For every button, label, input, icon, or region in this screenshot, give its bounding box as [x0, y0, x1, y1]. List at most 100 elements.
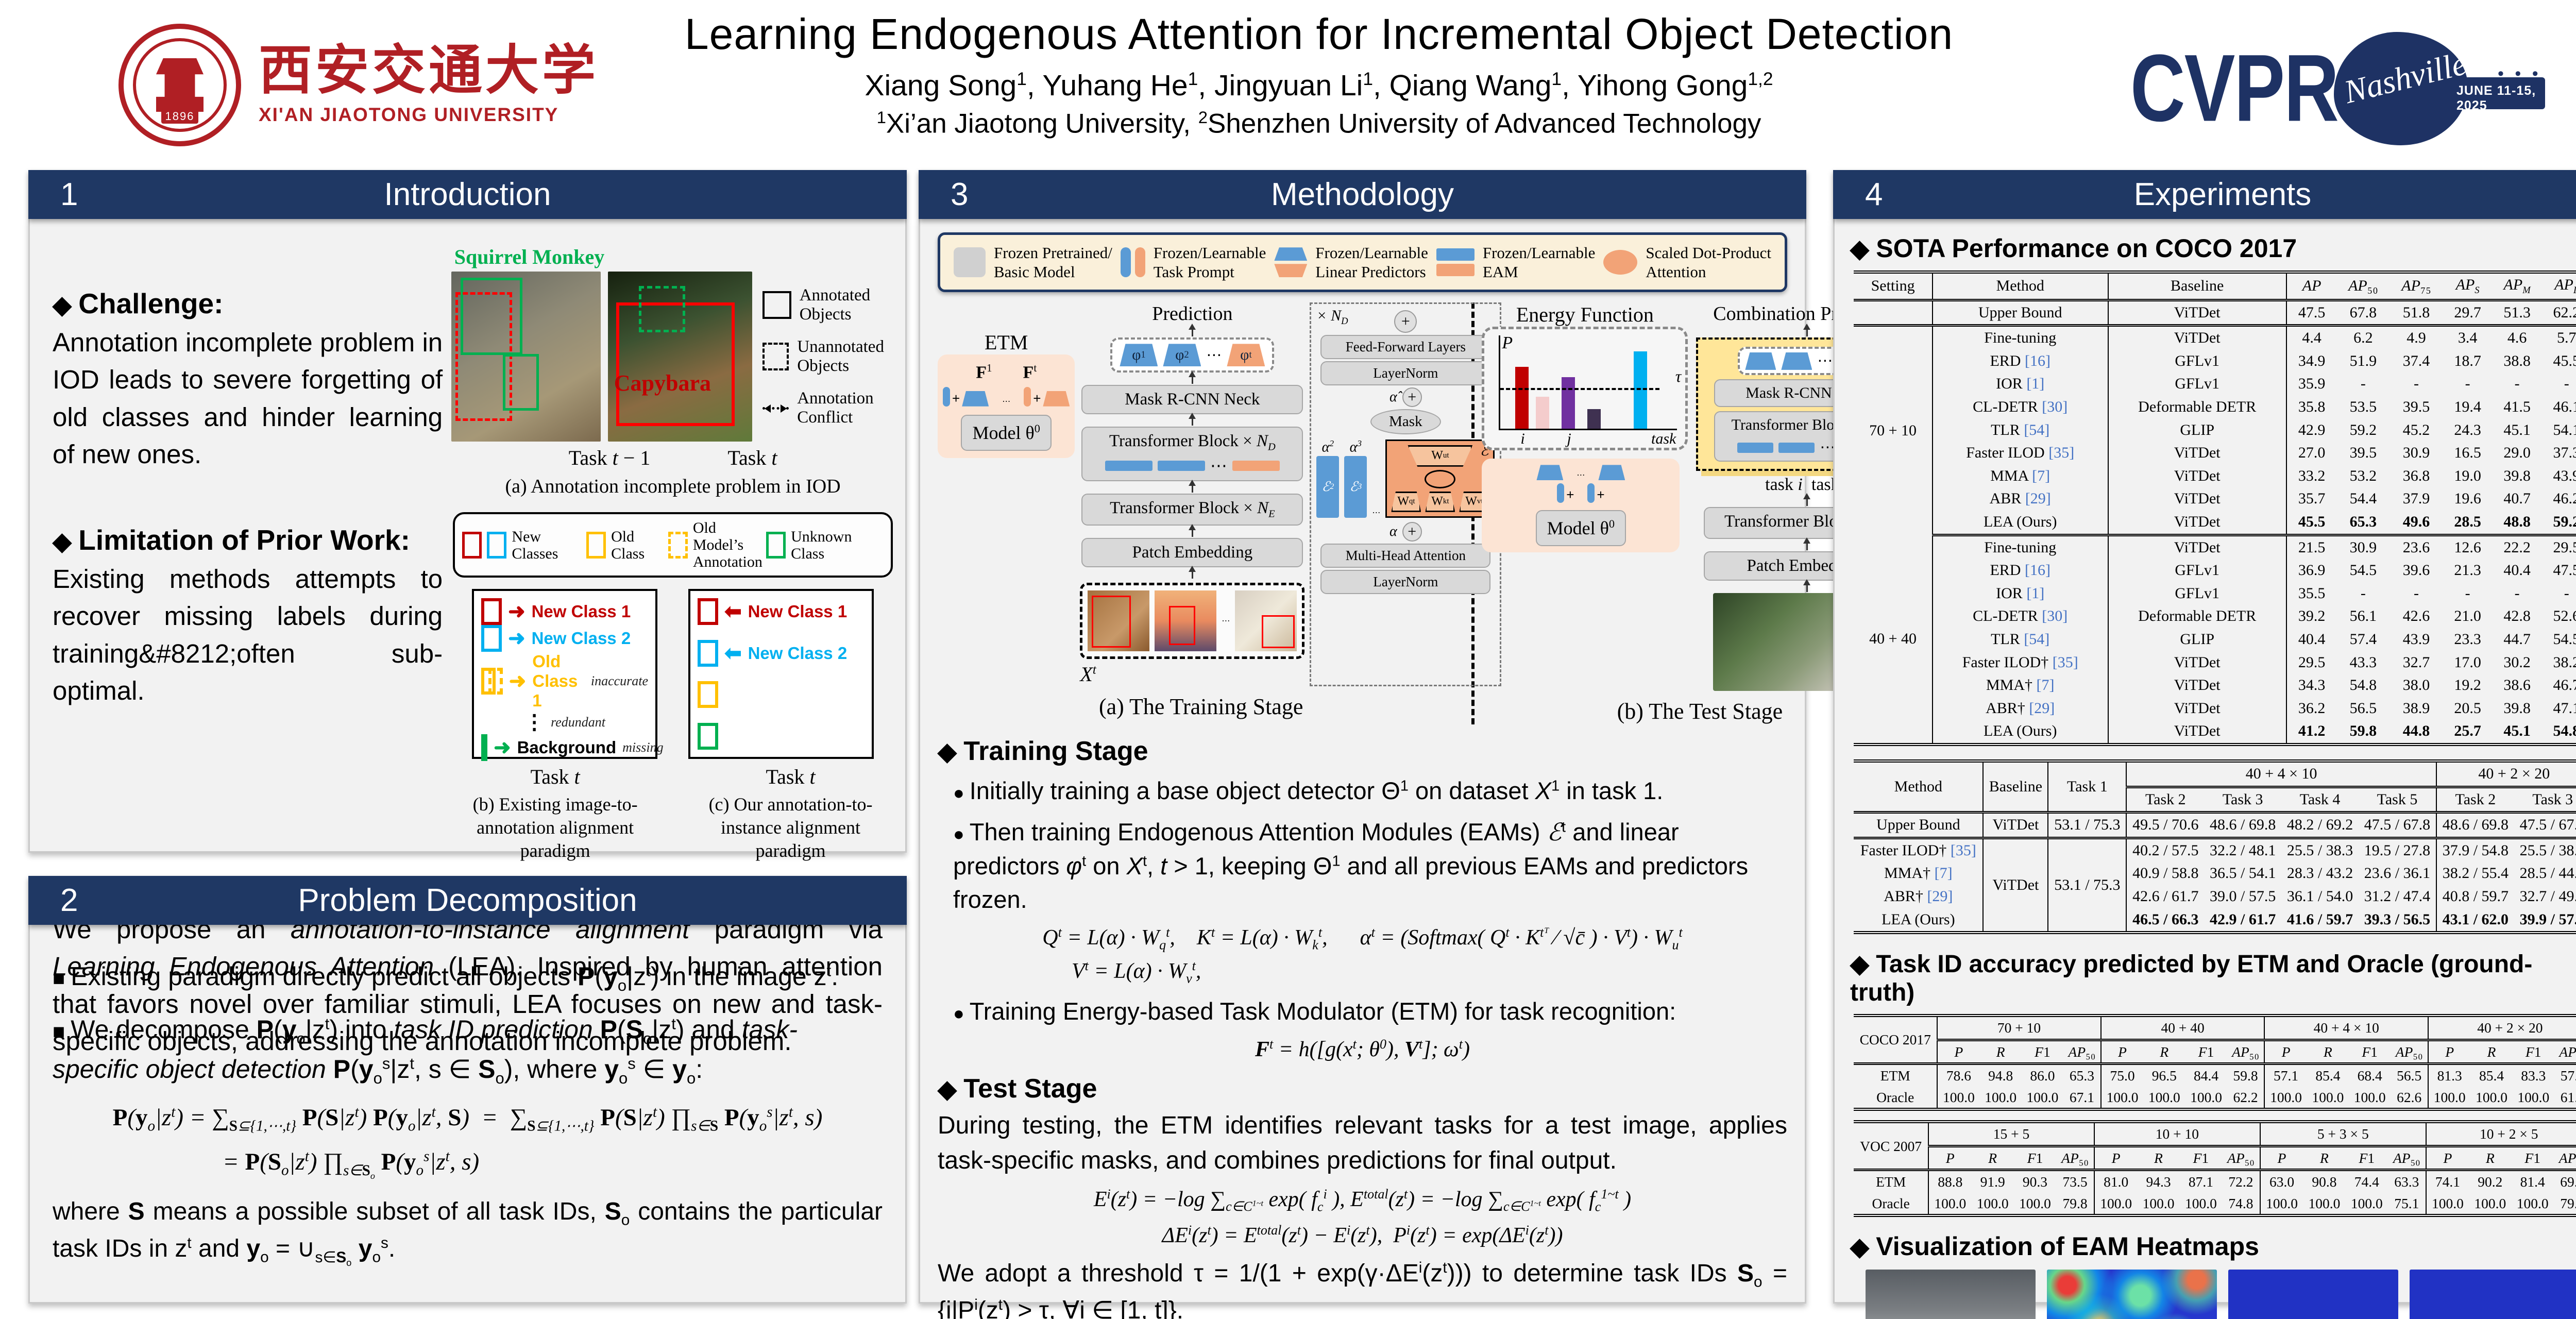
table-cell: 48.6 / 69.8: [2435, 812, 2514, 839]
table-cell: 42.9: [2285, 418, 2337, 442]
section-2-title: Problem Decomposition: [298, 883, 637, 918]
table-cell: 100.0: [2428, 1086, 2471, 1110]
table-cell: 96.5: [2151, 1068, 2177, 1084]
table-cell: 100.0: [1985, 1089, 2017, 1105]
task-axis-label: task: [1651, 430, 1676, 448]
section-2-header: 2 Problem Decomposition: [28, 876, 907, 925]
table-cell: 42.8: [2503, 607, 2531, 625]
table-cell: ViTDet: [2107, 511, 2286, 536]
pd-bullet-2: We decompose P(yo|zt) into task ID predi…: [53, 1011, 883, 1090]
table-cell: Faster ILOD† [35]: [1931, 651, 2108, 674]
transformer-block-nd-box: Transformer Block × ND ⋯: [1081, 427, 1303, 481]
figure-b-caption: (b) Existing image-to-annotation alignme…: [472, 794, 638, 861]
train-image-1: [1088, 590, 1150, 651]
table-cell: 79.2: [2560, 1195, 2576, 1211]
section-2-number: 2: [60, 883, 78, 918]
figure-a-image-task-prev: Squirrel Monkey: [451, 245, 604, 442]
table-cell: 46.5 / 66.3: [2126, 908, 2205, 933]
table-cell: 86.0: [2030, 1068, 2055, 1084]
section-4-header: 4 Experiments: [1833, 170, 2576, 219]
table-cell: 23.6: [2402, 538, 2430, 556]
figure-a-image-task-cur: Capybara: [607, 272, 752, 442]
table-cell: F1: [2349, 1040, 2391, 1066]
table-cell: 65.3: [2336, 511, 2390, 536]
limitation-label: Limitation of Prior Work:: [53, 523, 443, 556]
unannotated-objects-icon: [762, 343, 789, 370]
tau-threshold-line: [1500, 388, 1660, 391]
table-cell: ViTDet: [1982, 838, 2048, 933]
table-cell: 40.7: [2503, 490, 2531, 508]
table-cell: F1: [2021, 1040, 2064, 1066]
table-cell: 59.2: [2541, 511, 2576, 536]
table-cell: 36.8: [2402, 467, 2430, 484]
table-cell: 100.0: [1928, 1192, 1972, 1216]
annotated-objects-icon: [762, 291, 791, 319]
table-cell: ABR† [29]: [1884, 887, 1953, 905]
multi-head-attention-box: Multi-Head Attention: [1320, 543, 1491, 568]
table-cell: -: [2465, 375, 2470, 393]
table-cell: R: [2470, 1040, 2513, 1066]
xjtu-wordmark: 西安交通大学 XI'AN JIAOTONG UNIVERSITY: [259, 44, 599, 126]
label-c-new-class-2: New Class 2: [748, 643, 848, 663]
table-cell: 70 + 10: [1937, 1016, 2101, 1041]
table-cell: 84.4: [2193, 1068, 2219, 1084]
table-cell: F1: [2013, 1146, 2057, 1172]
table-cell: 25.5 / 38.3: [2286, 841, 2353, 859]
table-cell: 35.9: [2285, 373, 2337, 396]
table-cell: 19.6: [2454, 490, 2481, 508]
table-cell: 40.9 / 58.8: [2126, 862, 2205, 885]
table-cell: 100.0: [2100, 1086, 2144, 1110]
training-bullet-1: Initially training a base object detecto…: [953, 774, 1787, 808]
figure-a-caption: (a) Annotation incomplete problem in IOD: [505, 476, 841, 497]
table-cell: 24.3: [2454, 421, 2481, 438]
new-class-blue-icon: [487, 531, 507, 559]
table-cell: 39.2: [2285, 605, 2337, 628]
table-cell: 36.5 / 54.1: [2210, 865, 2276, 882]
section-3-number: 3: [951, 177, 969, 212]
limitation-block: Limitation of Prior Work: Existing metho…: [53, 512, 443, 863]
test-model-theta0-box: Model θ0: [1535, 510, 1626, 547]
table-cell: 100.0: [2026, 1089, 2059, 1105]
label-inaccurate: inaccurate: [590, 673, 649, 688]
table-cell: TLR [54]: [1931, 628, 2108, 651]
table-cell: AP₇₅: [2389, 272, 2443, 301]
table-cell: 40 + 40: [2100, 1016, 2265, 1041]
table-cell: P: [1937, 1040, 1980, 1066]
prediction-label: Prediction: [1152, 303, 1233, 325]
attention-oval-icon: [1425, 469, 1456, 488]
section-1-number: 1: [60, 177, 78, 212]
table-cell: 79.8: [2062, 1195, 2088, 1211]
table-cell: 83.3: [2521, 1068, 2546, 1084]
table-cell: Fine-tuning: [1931, 325, 2108, 350]
table-cell: 100.0: [2093, 1192, 2138, 1216]
table-cell: GLIP: [2107, 418, 2286, 442]
training-images: ⋯: [1080, 582, 1305, 659]
table-cell: -: [2514, 584, 2520, 602]
table-cell: GLIP: [2107, 628, 2286, 651]
table-cell: 5.7: [2556, 329, 2576, 347]
table-cell: 54.8: [2553, 722, 2576, 740]
table-cell: ViTDet: [2107, 697, 2286, 720]
column-right: 4 Experiments SOTA Performance on COCO 2…: [1833, 170, 2576, 1319]
table-cell: GFLv1: [2107, 373, 2286, 396]
train-image-2: [1155, 590, 1217, 651]
table-cell: 100.0: [2142, 1195, 2175, 1211]
linear-predictors-icon: [1274, 247, 1308, 278]
pd-bullet-1: Existing paradigm directly predict all o…: [53, 958, 883, 997]
table-cell: 53.2: [2349, 467, 2377, 484]
table-cell: LEA (Ours): [1931, 511, 2108, 536]
